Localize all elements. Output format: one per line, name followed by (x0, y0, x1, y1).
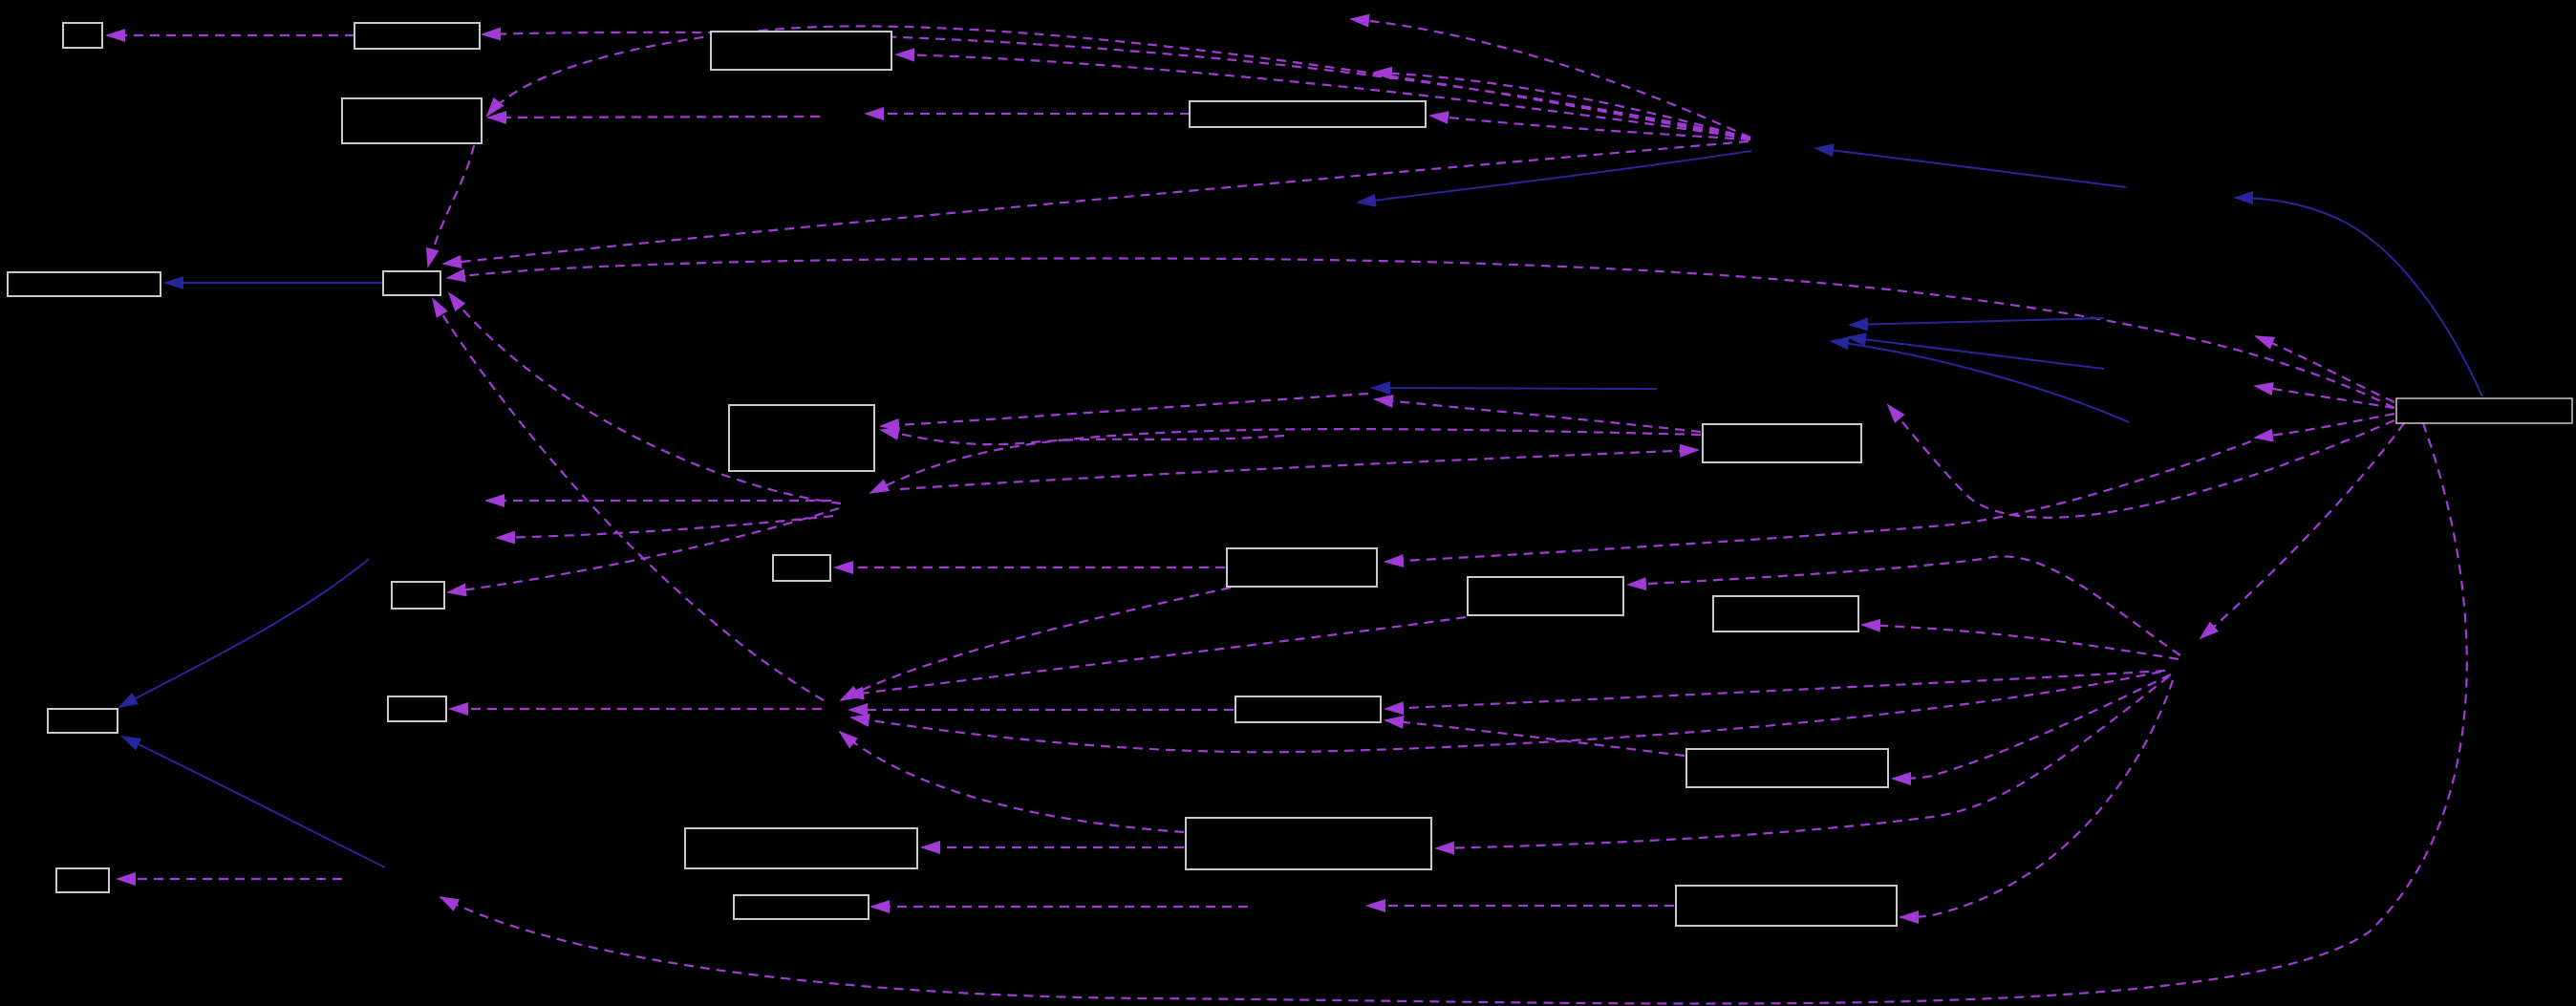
graph-node-box-j[interactable] (772, 554, 831, 582)
inheritance-edge-50 (1814, 143, 2127, 188)
graph-node-box-d[interactable] (341, 97, 483, 144)
usage-edge-43 (446, 506, 840, 597)
usage-edge-45 (495, 514, 834, 545)
usage-edge-27 (849, 670, 2162, 754)
usage-edge-20 (1384, 439, 2252, 567)
graph-node-box-p[interactable] (387, 696, 447, 722)
inheritance-edge-56 (1370, 381, 1658, 396)
usage-edge-15 (2253, 382, 2395, 410)
usage-edge-24 (1891, 674, 2172, 785)
usage-edge-22 (1860, 618, 2179, 661)
inheritance-edge-55 (1829, 336, 2130, 423)
graph-node-box-v[interactable] (55, 867, 110, 893)
graph-node-box-t[interactable] (1185, 817, 1432, 870)
usage-edge-31 (839, 586, 1232, 701)
inheritance-edge-51 (2233, 191, 2483, 397)
graph-node-box-s[interactable] (684, 827, 918, 869)
usage-edge-9 (486, 110, 821, 124)
graph-node-box-c[interactable] (710, 31, 892, 71)
graph-node-box-a[interactable] (62, 22, 103, 49)
nodes-layer (7, 22, 1898, 927)
graph-node-box-b[interactable] (354, 22, 481, 50)
usage-edge-6 (1372, 66, 1751, 140)
inheritance-edge-52 (1356, 150, 1752, 207)
usage-edge-12 (447, 291, 842, 505)
graph-node-box-k[interactable] (1226, 547, 1378, 588)
graph-node-box-g[interactable] (382, 270, 441, 296)
graph-node-box-r[interactable] (1685, 748, 1889, 788)
usage-edge-21 (1626, 555, 2181, 656)
usage-edge-39 (869, 427, 1702, 494)
inheritance-edge-48 (118, 558, 370, 708)
edges-layer (105, 13, 2483, 1005)
graph-node-box-m[interactable] (1712, 595, 1859, 632)
graph-node-box-i[interactable] (1702, 423, 1862, 463)
usage-edge-19 (439, 422, 2468, 1005)
usage-edge-1 (481, 27, 1751, 139)
graph-node-box-e[interactable] (1189, 100, 1427, 128)
graph-node-box-l[interactable] (1467, 576, 1624, 616)
labeled-node-layer: SVDDQMEfficiencyModule (2395, 397, 2573, 424)
usage-edge-18 (2199, 422, 2405, 640)
inheritance-edge-49 (120, 736, 386, 868)
usage-edge-29 (1384, 715, 1685, 758)
graph-node-box-f[interactable] (7, 271, 161, 297)
usage-edge-41 (879, 392, 1369, 432)
usage-edge-23 (1384, 669, 2166, 716)
usage-edge-4 (1428, 111, 1751, 141)
usage-edge-14 (2254, 334, 2395, 403)
graph-node-box-n[interactable] (391, 581, 445, 610)
graph-node-box-w[interactable] (733, 894, 869, 920)
usage-edge-38 (899, 443, 1700, 491)
usage-edge-2 (894, 48, 1751, 140)
usage-edge-30 (838, 730, 1185, 834)
graph-node-box-h[interactable] (728, 404, 875, 472)
usage-edge-3 (485, 25, 1751, 141)
usage-edge-32 (844, 615, 1467, 700)
usage-edge-13 (431, 297, 825, 701)
usage-edge-42 (879, 427, 1285, 446)
graph-node-box-u[interactable] (1675, 885, 1898, 927)
inheritance-edge-53 (1848, 317, 2105, 332)
graph-node-box-o[interactable] (47, 708, 118, 734)
usage-edge-11 (445, 257, 2395, 409)
inheritance-edge-54 (1846, 332, 2105, 370)
usage-edge-26 (1899, 679, 2175, 924)
usage-edge-7 (441, 139, 1750, 268)
usage-edge-25 (1434, 675, 2170, 855)
node-svddqmefficiencymodule[interactable] (2395, 397, 2573, 424)
node-svddqmefficiencymodule-label: SVDDQMEfficiencyModule (2402, 404, 2567, 419)
graph-node-box-q[interactable] (1234, 696, 1382, 723)
usage-edge-16 (2253, 412, 2395, 442)
